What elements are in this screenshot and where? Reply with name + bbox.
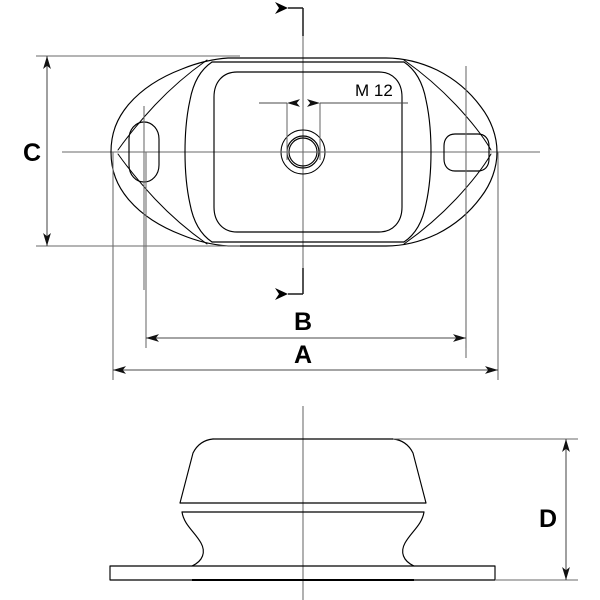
dim-c-label: C [23, 139, 41, 167]
side-neck-left [181, 511, 204, 567]
left-wing-taper-lower [117, 153, 208, 245]
section-arrow-bottom [275, 268, 304, 300]
rubber-body-outer [184, 61, 213, 243]
rubber-body-outer-right [403, 61, 432, 243]
dimension-b: B [145, 152, 467, 348]
dimension-c: C [23, 55, 240, 247]
side-view: D [109, 406, 578, 600]
side-neck-right [402, 511, 425, 567]
thread-note-label: M 12 [355, 81, 393, 100]
top-view: M 12 C B [23, 2, 540, 380]
dim-b-label: B [294, 308, 312, 336]
dim-d-label: D [539, 505, 557, 533]
right-mounting-hole [443, 133, 490, 172]
section-arrow-top [275, 2, 304, 36]
dimension-a: A [112, 152, 499, 380]
rubber-body-inner [213, 71, 403, 233]
dim-a-label: A [294, 341, 312, 369]
dimension-d: D [393, 438, 578, 581]
section-arrow-top-head [275, 2, 288, 14]
right-wing-taper-lower [403, 153, 492, 245]
right-wing-taper-upper [403, 59, 492, 151]
side-body-left-flank [179, 438, 214, 504]
left-wing-taper-upper [117, 59, 208, 151]
section-arrow-bottom-head [275, 288, 288, 300]
base-plate-outline [110, 57, 498, 247]
